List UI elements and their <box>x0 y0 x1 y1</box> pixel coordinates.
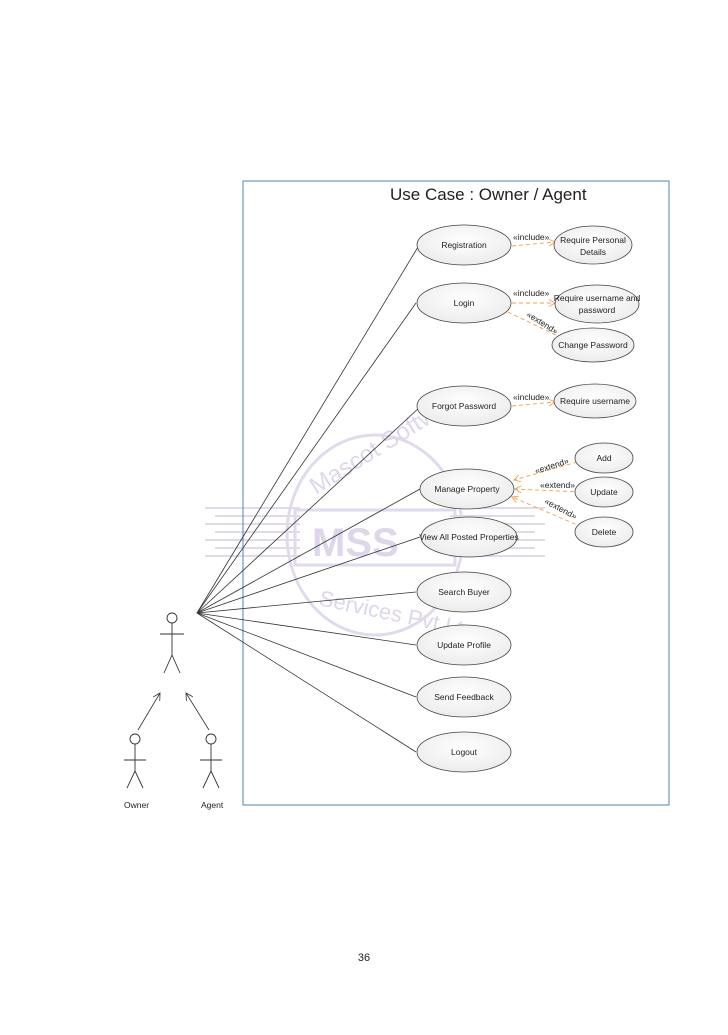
association-lines <box>196 246 421 753</box>
use-case-label: Send Feedback <box>434 692 494 702</box>
use-case-label: Require Personal <box>560 235 626 245</box>
system-boundary <box>242 180 670 806</box>
include-label-registration: «include» <box>513 232 550 242</box>
use-case-forgot-password: Forgot Password <box>416 385 512 427</box>
watermark-center-text: MSS <box>312 521 399 565</box>
actor-agent <box>200 733 222 789</box>
use-case-label: Update Profile <box>437 640 491 650</box>
use-case-label: Forgot Password <box>432 401 497 411</box>
use-case-require-username: Require username <box>553 383 637 419</box>
diagram-title: Use Case : Owner / Agent <box>390 185 587 204</box>
use-case-update: Update <box>574 476 634 508</box>
use-case-label: Manage Property <box>434 484 500 494</box>
generalization-arrows <box>137 693 210 731</box>
use-case-add: Add <box>574 442 634 474</box>
actor-owner-label: Owner <box>124 800 149 810</box>
use-case-label: Require username <box>560 396 630 406</box>
use-case-label: Search Buyer <box>438 587 490 597</box>
use-case-label: Logout <box>451 747 478 757</box>
use-case-send-feedback: Send Feedback <box>416 676 512 718</box>
use-case-delete: Delete <box>574 516 634 548</box>
extend-label-add: «extend» <box>534 455 571 475</box>
use-case-label: Add <box>596 453 611 463</box>
use-case-registration: Registration <box>416 224 512 266</box>
use-case-label: Details <box>580 247 606 257</box>
use-case-label: Change Password <box>558 340 628 350</box>
use-case-logout: Logout <box>416 731 512 773</box>
page-number: 36 <box>357 952 371 964</box>
use-case-change-password: Change Password <box>551 327 635 363</box>
use-case-label: View All Posted Properties <box>419 532 519 542</box>
use-case-require-personal-details: Require Personal Details <box>553 225 633 265</box>
include-label-login: «include» <box>513 288 550 298</box>
use-case-update-profile: Update Profile <box>416 624 512 666</box>
use-case-label: Update <box>590 487 618 497</box>
use-case-label: Registration <box>441 240 487 250</box>
use-case-manage-property: Manage Property <box>419 468 515 510</box>
use-case-require-username-password: Require username and password <box>554 284 641 324</box>
use-case-login: Login <box>416 282 512 324</box>
use-case-label: Delete <box>592 527 617 537</box>
use-case-search-buyer: Search Buyer <box>416 571 512 613</box>
use-case-label: password <box>579 305 616 315</box>
actor-owner <box>124 733 146 789</box>
dependency-lines <box>507 242 585 528</box>
use-case-label: Login <box>454 298 475 308</box>
use-case-view-all-posted: View All Posted Properties <box>419 516 519 558</box>
actor-agent-label: Agent <box>201 800 224 810</box>
extend-label-update: «extend» <box>540 480 575 490</box>
include-label-forgot: «include» <box>513 392 550 402</box>
use-case-label: Require username and <box>554 293 641 303</box>
actor-main <box>160 612 184 674</box>
